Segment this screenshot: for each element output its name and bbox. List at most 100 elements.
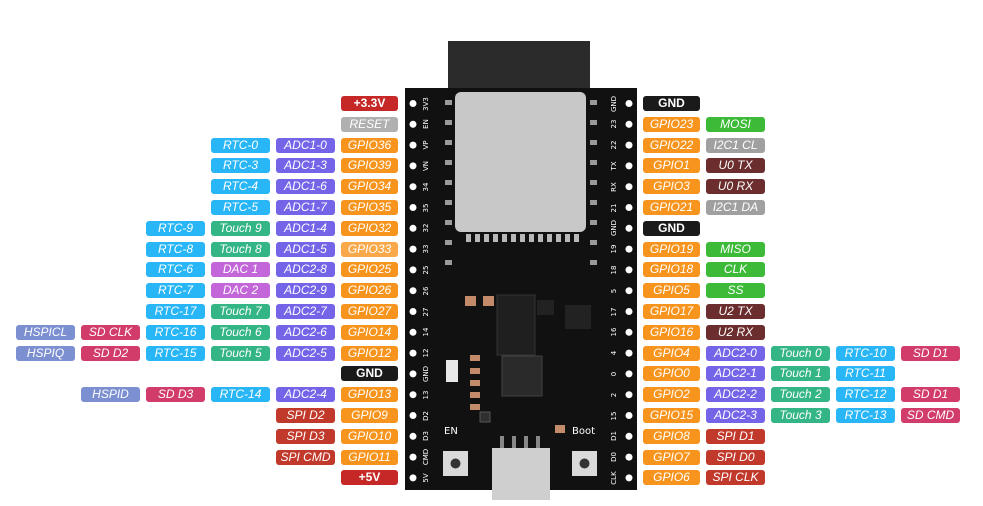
pin-label-adc: ADC2-2 xyxy=(706,387,765,403)
pin-label-gpio: GPIO15 xyxy=(643,408,700,423)
module-pad xyxy=(445,140,452,145)
pin-label-adc: ADC1-0 xyxy=(276,137,335,153)
header-pin xyxy=(625,412,633,419)
pin-label-rtc: RTC-15 xyxy=(146,345,205,361)
pin-label-gpio: GPIO1 xyxy=(643,158,700,174)
pin-label-adc: ADC1-7 xyxy=(276,200,335,215)
module-pad xyxy=(445,160,452,165)
pin-label-i2c: I2C1 DA xyxy=(706,200,765,215)
pin-label-green: SS xyxy=(706,283,765,299)
module-pad xyxy=(502,234,507,242)
pin-label-rtc: RTC-8 xyxy=(146,241,205,257)
pin-label-gpio: GPIO18 xyxy=(643,262,700,278)
header-pin xyxy=(625,162,633,170)
module-pad xyxy=(445,220,452,225)
header-pin xyxy=(409,432,417,440)
pin-label-touch: Touch 6 xyxy=(211,324,270,340)
module-pad xyxy=(445,180,452,185)
pin-label-adc: ADC1-5 xyxy=(276,241,335,257)
pin-label-uart: U0 RX xyxy=(706,179,765,195)
header-pin xyxy=(409,141,417,149)
module-pad xyxy=(590,120,597,125)
pin-label-reset: RESET xyxy=(341,116,398,132)
module-pad xyxy=(445,240,452,245)
pin-label-gpio_light: GPIO33 xyxy=(341,241,398,257)
module-pad xyxy=(466,234,471,242)
module-pad xyxy=(445,200,452,205)
header-pin xyxy=(409,474,417,482)
module-pad xyxy=(590,240,597,245)
header-pin xyxy=(409,370,417,378)
module-pad xyxy=(484,234,489,242)
pin-label-adc: ADC2-1 xyxy=(706,366,765,382)
pin-label-touch: Touch 0 xyxy=(771,345,830,361)
header-pin xyxy=(625,204,633,211)
header-pin xyxy=(625,328,633,336)
pin-label-adc: ADC2-0 xyxy=(706,345,765,361)
header-pin xyxy=(409,162,417,170)
pin-label-power: +5V xyxy=(341,470,398,486)
module-pad xyxy=(574,234,579,242)
pin-label-dac: DAC 2 xyxy=(211,283,270,299)
pin-label-hspi: HSPIQ xyxy=(16,345,75,361)
header-pin xyxy=(625,183,633,191)
en-label: EN xyxy=(444,426,458,437)
pin-label-gpio: GPIO9 xyxy=(341,408,398,423)
pin-label-touch: Touch 5 xyxy=(211,345,270,361)
pin-label-hspi: HSPICL xyxy=(16,324,75,340)
module-pad xyxy=(529,234,534,242)
module-pad xyxy=(538,234,543,242)
pin-label-gpio: GPIO22 xyxy=(643,137,700,153)
pin-label-rtc: RTC-12 xyxy=(836,387,895,403)
pin-label-adc: ADC2-3 xyxy=(706,408,765,423)
pin-label-adc: ADC2-6 xyxy=(276,324,335,340)
pin-label-rtc: RTC-10 xyxy=(836,345,895,361)
pin-label-rtc: RTC-0 xyxy=(211,137,270,153)
pin-label-spi: SPI CMD xyxy=(276,449,335,465)
pin-label-adc: ADC1-3 xyxy=(276,158,335,174)
pin-label-spi: SPI D3 xyxy=(276,428,335,444)
header-pin xyxy=(625,224,633,232)
header-pin xyxy=(409,204,417,211)
pin-label-dac: DAC 1 xyxy=(211,262,270,278)
header-pin xyxy=(409,266,417,274)
header-pin xyxy=(409,245,417,253)
module-pad xyxy=(520,234,525,242)
pin-label-gpio: GPIO5 xyxy=(643,283,700,299)
pin-label-sd: SD D2 xyxy=(81,345,140,361)
module-pad xyxy=(445,120,452,125)
header-pin xyxy=(409,287,417,295)
pin-label-gpio: GPIO14 xyxy=(341,324,398,340)
module-pad xyxy=(565,234,570,242)
pin-label-gpio: GPIO17 xyxy=(643,304,700,319)
header-pin xyxy=(625,370,633,378)
header-pin xyxy=(409,412,417,419)
module-pad xyxy=(590,140,597,145)
pin-label-rtc: RTC-9 xyxy=(146,220,205,236)
pin-label-gpio: GPIO34 xyxy=(341,179,398,195)
header-pin xyxy=(625,266,633,274)
pin-label-adc: ADC1-4 xyxy=(276,220,335,236)
pin-label-spi: SPI D2 xyxy=(276,408,335,423)
pin-label-green: CLK xyxy=(706,262,765,278)
module-pad xyxy=(547,234,552,242)
header-pin xyxy=(625,287,633,295)
pin-label-uart: U2 RX xyxy=(706,324,765,340)
pin-label-sd: SD D1 xyxy=(901,345,960,361)
antenna-cap xyxy=(448,41,590,97)
pin-label-gpio: GPIO25 xyxy=(341,262,398,278)
pin-label-gnd: GND xyxy=(341,366,398,382)
header-pin xyxy=(625,432,633,440)
module-pad xyxy=(590,160,597,165)
pin-label-rtc: RTC-4 xyxy=(211,179,270,195)
board-pin-name: 5V xyxy=(422,473,430,483)
pin-label-touch: Touch 9 xyxy=(211,220,270,236)
pin-label-gpio: GPIO16 xyxy=(643,324,700,340)
pin-label-gpio: GPIO6 xyxy=(643,470,700,486)
pin-label-gpio: GPIO3 xyxy=(643,179,700,195)
header-pin xyxy=(625,453,633,461)
pin-label-gpio: GPIO13 xyxy=(341,387,398,403)
pin-label-rtc: RTC-3 xyxy=(211,158,270,174)
pin-label-gpio: GPIO12 xyxy=(341,345,398,361)
